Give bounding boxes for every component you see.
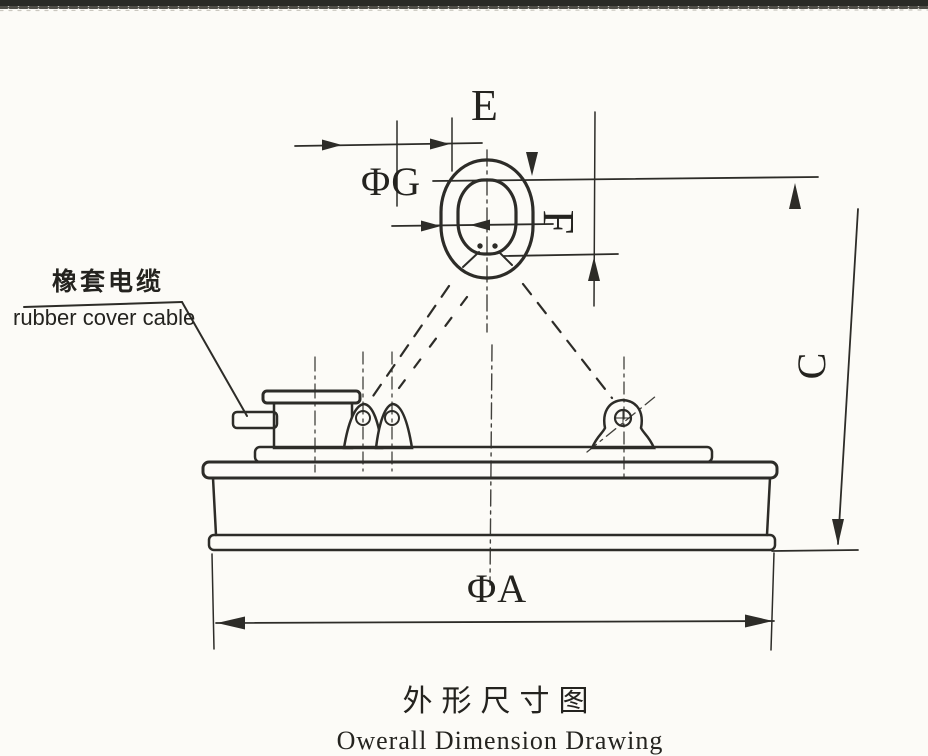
sling-lines <box>369 282 614 401</box>
body-side-right <box>765 476 772 537</box>
dim-label-e: E <box>471 81 498 130</box>
arrowhead-right-icon <box>322 139 342 151</box>
dimension-phi-g <box>391 219 554 232</box>
arrowhead-right-icon <box>745 614 773 628</box>
dim-label-f: F <box>534 209 583 235</box>
arrowhead-right-icon <box>421 220 441 232</box>
lug-outline <box>590 398 656 450</box>
upper-flange <box>201 460 779 480</box>
dim-label-phi-g: ΦG <box>361 159 422 204</box>
sling-line-right <box>521 282 614 400</box>
ring-contact-mark <box>462 251 480 268</box>
dimension-e <box>294 117 483 207</box>
magnet-centerline <box>489 344 493 586</box>
dim-a-extension-left <box>211 553 215 650</box>
lug-diagonal-centerline <box>586 395 657 453</box>
sling-line-left <box>369 284 451 401</box>
cable-callout-en: rubber cover cable <box>13 305 196 330</box>
arrowhead-right-icon <box>430 138 450 150</box>
dimension-c <box>771 183 859 552</box>
callout-leader-line <box>181 301 248 417</box>
ring-contact-mark <box>498 251 513 266</box>
sling-line-left-2 <box>397 295 469 390</box>
dim-a-line <box>215 620 775 624</box>
dim-c-line <box>837 208 859 545</box>
lifting-lug <box>590 398 656 450</box>
drawing-title-zh: 外形尺寸图 <box>402 685 598 718</box>
cable-callout-zh: 橡套电缆 <box>52 269 165 296</box>
dimension-phi-a <box>211 552 775 651</box>
cable-gland <box>231 410 279 430</box>
arrowhead-left-icon <box>217 616 245 630</box>
dim-label-c: C <box>789 352 834 380</box>
ring-contact-dot <box>492 243 498 249</box>
dimension-f <box>432 111 819 307</box>
arrowhead-down-icon <box>832 519 844 545</box>
arrowhead-down-icon <box>526 152 538 176</box>
callout-leader <box>23 301 248 417</box>
junction-box <box>231 389 362 450</box>
dim-a-extension-right <box>770 552 775 651</box>
arrowhead-up-icon <box>588 257 600 281</box>
body-side-left <box>211 476 218 537</box>
magnet-body <box>201 445 779 552</box>
dim-label-phi-a: ΦA <box>467 566 528 611</box>
dim-c-bottom-extension <box>771 549 859 552</box>
arrowhead-left-icon <box>470 219 490 231</box>
scan-edge-strip <box>0 0 928 12</box>
dim-f-top-extension <box>432 176 819 182</box>
bottom-ring-band <box>207 533 777 552</box>
ring-contact-dot <box>477 243 483 249</box>
arrowhead-up-icon <box>789 183 801 209</box>
drawing-title-en: Owerall Dimension Drawing <box>336 726 664 755</box>
junction-box-cap <box>261 389 362 405</box>
callout-underline <box>23 301 183 308</box>
chain-links <box>342 402 414 450</box>
junction-box-body <box>272 401 354 450</box>
drawing-title: 外形尺寸图 Owerall Dimension Drawing <box>72 676 928 756</box>
dim-f-bottom-extension <box>503 253 619 257</box>
